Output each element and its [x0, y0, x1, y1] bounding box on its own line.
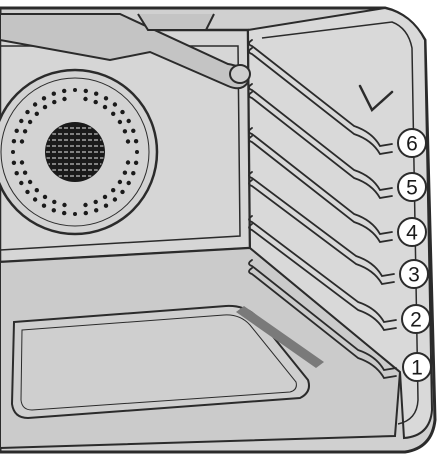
- fan-hole: [103, 195, 107, 199]
- fan-hole: [113, 102, 117, 106]
- convection-fan-icon: [0, 70, 157, 234]
- fan-hole: [52, 208, 56, 212]
- shelf-label-2-text: 2: [410, 309, 422, 332]
- shelf-label-3: 3: [400, 260, 428, 288]
- fan-hole: [104, 204, 108, 208]
- fan-hole: [103, 105, 107, 109]
- fan-hole: [126, 139, 130, 143]
- fan-hole: [15, 129, 19, 133]
- fan-hole: [25, 110, 29, 114]
- fan-hole: [28, 120, 32, 124]
- fan-hole: [83, 97, 87, 101]
- fan-hole: [43, 105, 47, 109]
- shelf-label-5: 5: [398, 173, 426, 201]
- shelf-label-4-text: 4: [406, 222, 418, 245]
- fan-hole: [19, 181, 23, 185]
- fan-hole: [62, 97, 66, 101]
- fan-screw: [73, 212, 77, 216]
- shelf-label-1-text: 1: [411, 357, 423, 380]
- fan-hole: [111, 112, 115, 116]
- fan-hole: [123, 171, 127, 175]
- fan-hole: [120, 190, 124, 194]
- fan-hole: [42, 204, 46, 208]
- shelf-label-5-text: 5: [406, 177, 418, 200]
- fan-hole: [127, 119, 131, 123]
- fan-hole: [52, 100, 56, 104]
- shelf-label-2: 2: [402, 305, 430, 333]
- fan-hole: [20, 160, 24, 164]
- fan-hole: [42, 96, 46, 100]
- fan-hole: [120, 110, 124, 114]
- fan-hole: [12, 139, 16, 143]
- fan-hole: [20, 139, 24, 143]
- fan-hole: [94, 92, 98, 96]
- fan-hole: [83, 203, 87, 207]
- fan-hole: [52, 200, 56, 204]
- fan-hole: [62, 89, 66, 93]
- fan-hole: [104, 96, 108, 100]
- fan-screw: [11, 150, 15, 154]
- fan-hole: [84, 211, 88, 215]
- fan-hole: [127, 181, 131, 185]
- fan-hole: [33, 102, 37, 106]
- fan-hole: [23, 171, 27, 175]
- fan-hole: [94, 208, 98, 212]
- fan-hole: [62, 211, 66, 215]
- fan-hole: [126, 160, 130, 164]
- fan-screw: [73, 88, 77, 92]
- fan-hole: [23, 129, 27, 133]
- shelf-label-3-text: 3: [408, 264, 420, 287]
- shelf-label-1: 1: [403, 353, 431, 381]
- fan-hole: [25, 190, 29, 194]
- fan-hole: [123, 129, 127, 133]
- fan-hole: [15, 171, 19, 175]
- fan-hole: [131, 129, 135, 133]
- fan-hole: [118, 180, 122, 184]
- fan-hole: [111, 188, 115, 192]
- fan-hole: [84, 89, 88, 93]
- shelf-label-6: 6: [398, 129, 426, 157]
- fan-hole: [28, 180, 32, 184]
- fan-hole: [94, 200, 98, 204]
- fan-hole: [131, 171, 135, 175]
- fan-hole: [43, 195, 47, 199]
- fan-hole: [19, 119, 23, 123]
- fan-hole: [62, 203, 66, 207]
- fan-hole: [35, 188, 39, 192]
- fan-hole: [12, 161, 16, 165]
- fan-hole: [33, 197, 37, 201]
- shelf-label-6-text: 6: [406, 133, 418, 156]
- fan-hole: [134, 161, 138, 165]
- fan-hole: [94, 100, 98, 104]
- fan-screw: [135, 150, 139, 154]
- fan-hole: [134, 139, 138, 143]
- fan-hole: [35, 112, 39, 116]
- fan-hole: [52, 92, 56, 96]
- shelf-label-4: 4: [398, 218, 426, 246]
- fan-hole: [118, 120, 122, 124]
- fan-hole: [113, 197, 117, 201]
